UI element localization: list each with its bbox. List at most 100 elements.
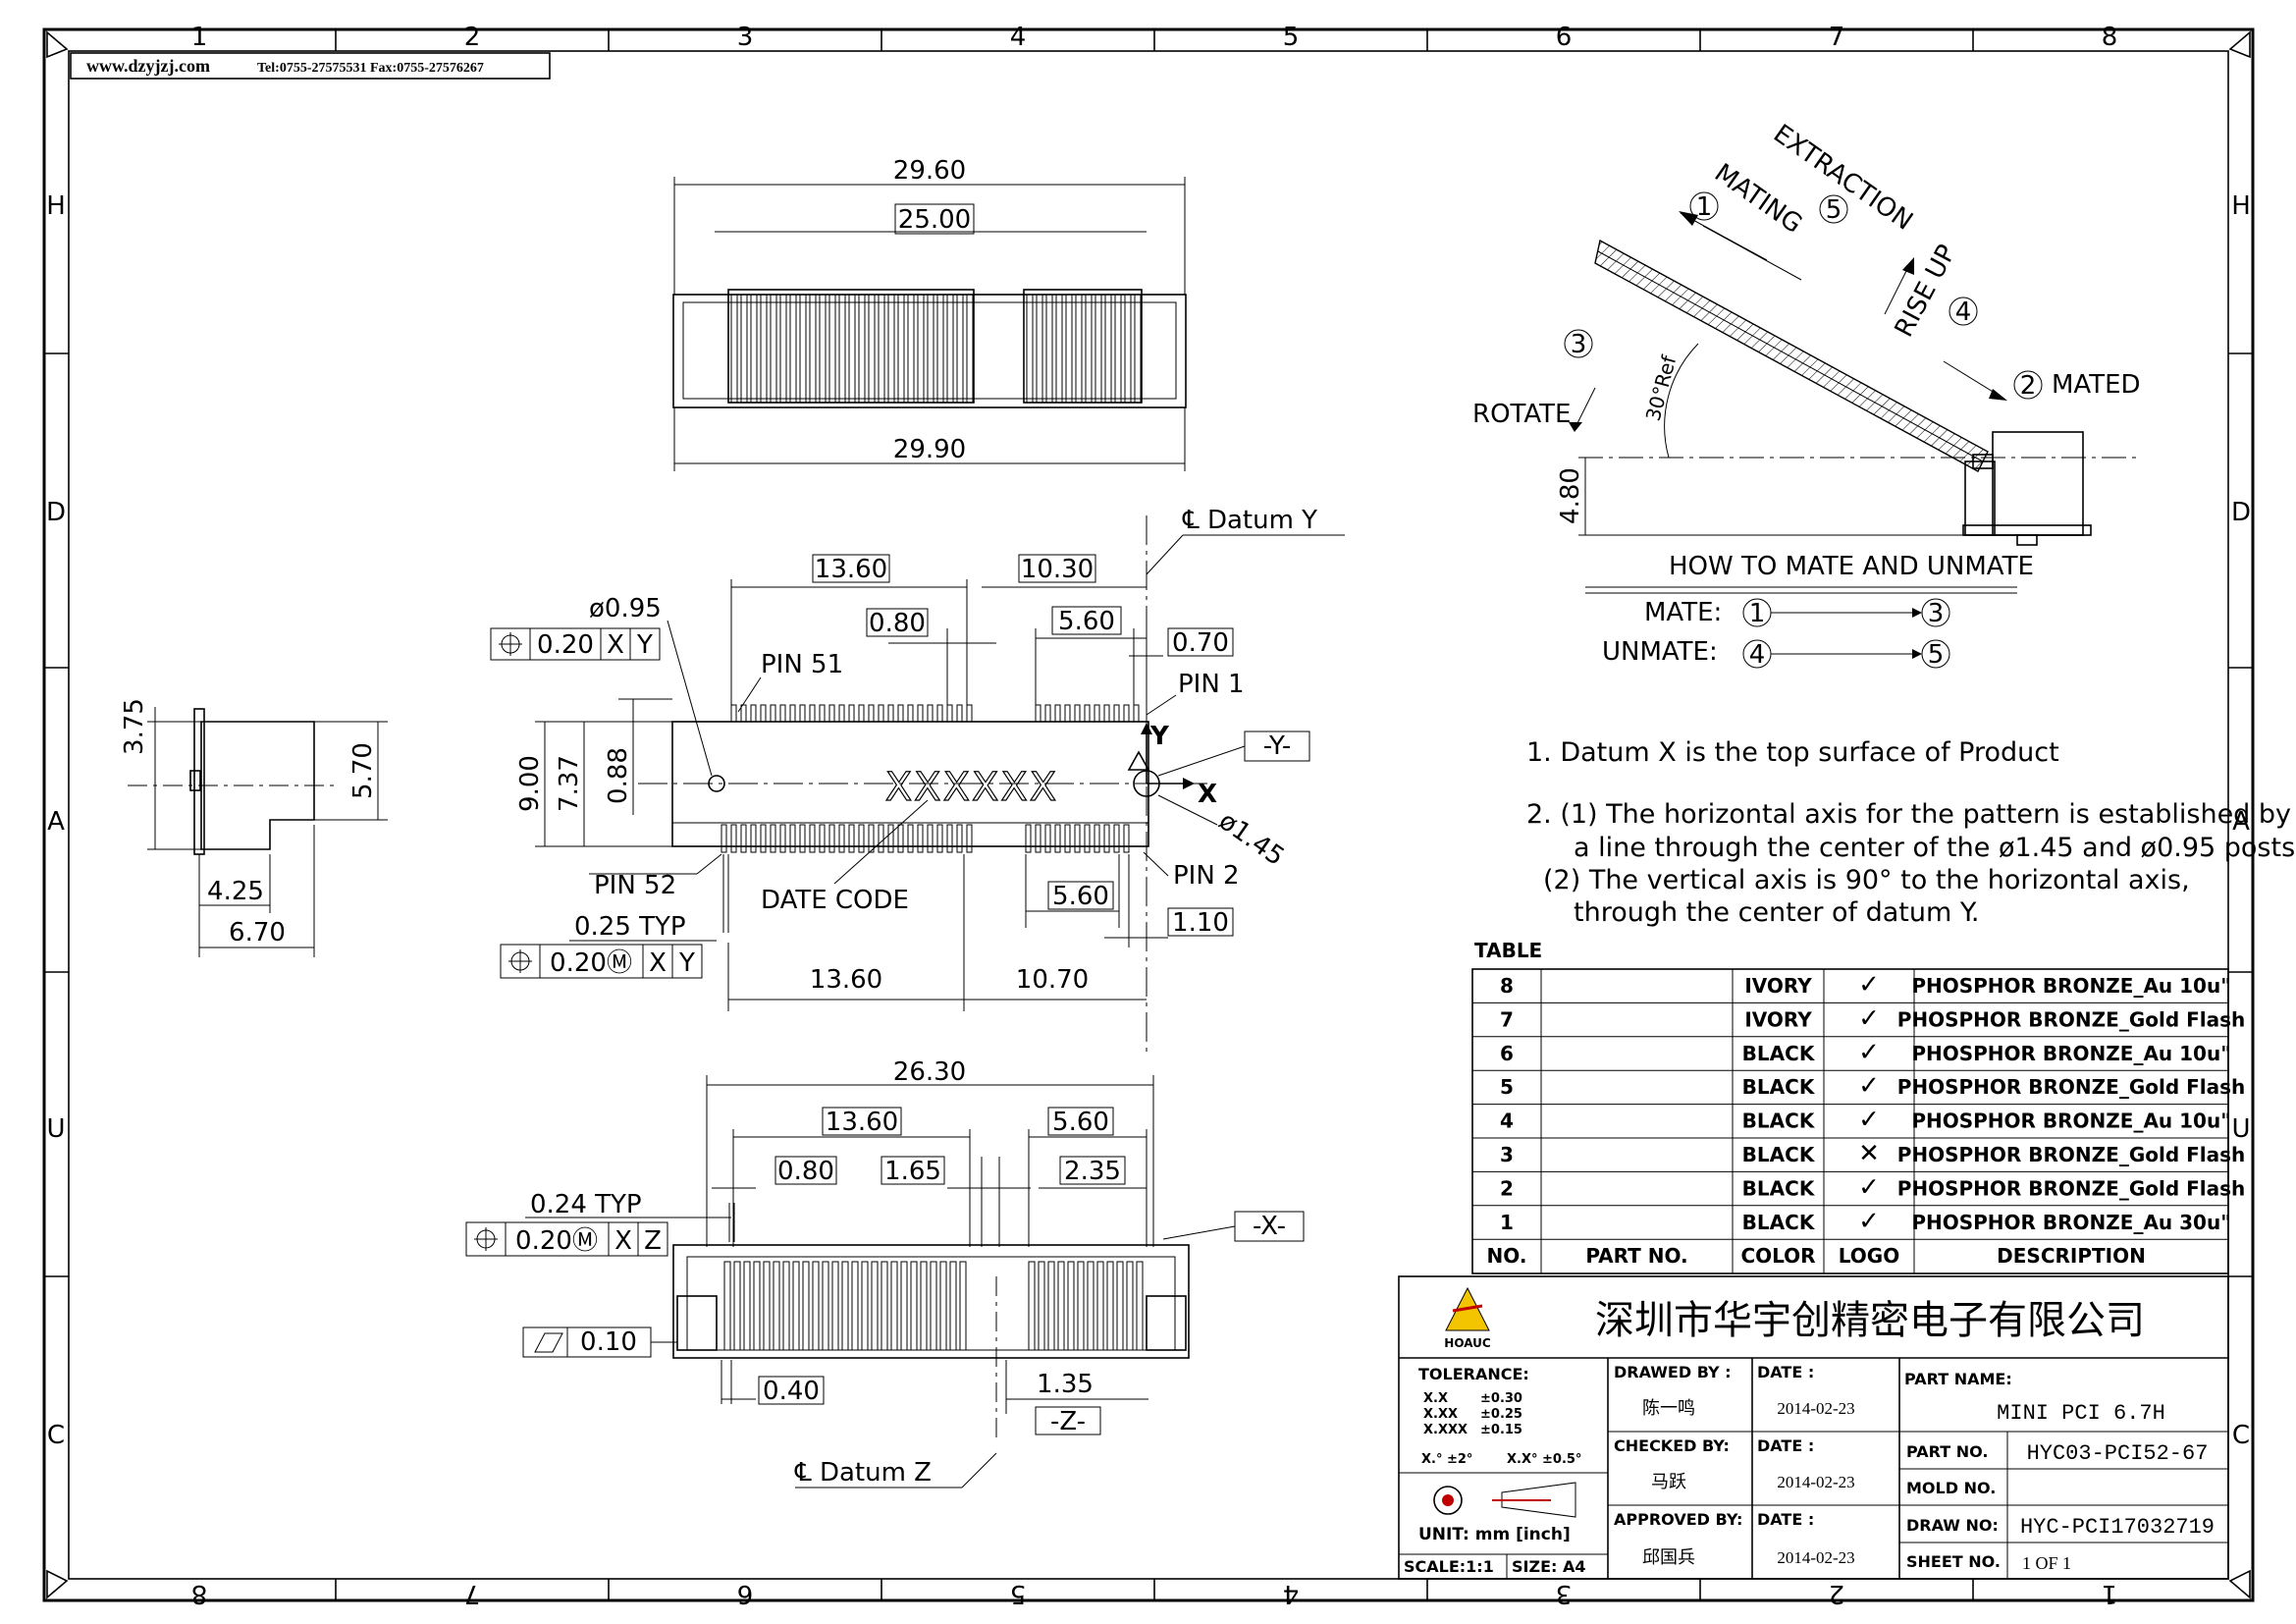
mate-label: MATE:	[1644, 598, 1722, 627]
smt-pad	[828, 824, 835, 853]
mate-from: 1	[1749, 599, 1766, 628]
contact-pin	[753, 1261, 761, 1351]
smt-pad	[966, 704, 973, 723]
contact-pin	[763, 1261, 771, 1351]
contact-pin	[949, 1261, 957, 1351]
contact-pin	[730, 294, 738, 404]
datum-z-label: ℄ Datum Z	[794, 1458, 932, 1488]
contact-pin	[1104, 294, 1112, 404]
zone-left-D: D	[46, 498, 66, 527]
smt-pad	[907, 704, 914, 723]
contact-pin	[1045, 294, 1053, 404]
contact-pin	[1047, 1261, 1055, 1351]
smt-pad	[789, 704, 796, 723]
table-cell-logo: ✓	[1858, 1207, 1880, 1236]
smt-pad	[907, 824, 914, 853]
zone-top-7: 7	[1829, 23, 1845, 52]
smt-pad	[799, 824, 806, 853]
date-1: 2014-02-23	[1777, 1399, 1854, 1418]
zone-bottom-2: 2	[1829, 1579, 1845, 1608]
table-cell-desc: PHOSPHOR BRONZE_Gold Flash	[1897, 1075, 2246, 1099]
smt-pad	[1035, 824, 1041, 853]
unmate-to: 5	[1928, 640, 1945, 670]
contact-pin	[890, 1261, 898, 1351]
dim-5-60-front: 5.60	[1052, 1108, 1109, 1137]
smt-pad	[799, 704, 806, 723]
hoauc-logo: HOAUC	[1444, 1286, 1491, 1350]
sheet-no-value: 1 OF 1	[2022, 1553, 2071, 1573]
front-body	[672, 1244, 1190, 1359]
contact-pin	[897, 294, 905, 404]
tol-xx: X.XX	[1423, 1407, 1458, 1422]
table-cell-color: BLACK	[1742, 1042, 1816, 1065]
table-cell-no: 2	[1500, 1176, 1514, 1200]
smt-pad	[740, 704, 747, 723]
angle-label: 30°Ref	[1641, 352, 1682, 424]
zone-left-C: C	[47, 1421, 65, 1450]
mate-to: 3	[1928, 599, 1945, 628]
date-label-1: DATE :	[1757, 1363, 1814, 1381]
table-cell-logo: ✓	[1858, 1038, 1880, 1067]
contact-pin	[920, 1261, 928, 1351]
contact-pin	[779, 294, 787, 404]
table-cell-color: IVORY	[1744, 1007, 1812, 1031]
smt-pad	[750, 824, 757, 853]
contact-pin	[939, 1261, 947, 1351]
smt-pad	[1133, 704, 1140, 723]
contact-pin	[1116, 1261, 1124, 1351]
smt-pad	[750, 704, 757, 723]
contact-pin	[1096, 1261, 1104, 1351]
dim-5-70: 5.70	[348, 742, 378, 799]
zone-left-H: H	[46, 191, 66, 221]
smt-pad	[1074, 704, 1081, 723]
date-label-2: DATE :	[1757, 1436, 1814, 1455]
contact-pin	[858, 294, 866, 404]
table-header-1: PART NO.	[1585, 1244, 1687, 1268]
smt-pad	[946, 704, 953, 723]
smt-pad	[838, 704, 845, 723]
smt-pad	[819, 704, 826, 723]
contact-pin	[743, 1261, 751, 1351]
date-3: 2014-02-23	[1777, 1548, 1854, 1567]
date-code-label: DATE CODE	[761, 886, 909, 915]
contact-pin	[936, 294, 944, 404]
contact-pin	[760, 294, 768, 404]
corner-mark-tl	[46, 30, 69, 59]
smt-pad	[1074, 824, 1081, 853]
dim-5-60-bottom: 5.60	[1052, 882, 1109, 911]
smt-pad	[1064, 704, 1071, 723]
smt-pad	[917, 824, 924, 853]
table-cell-logo: ✓	[1858, 1172, 1880, 1202]
table-cell-desc: PHOSPHOR BRONZE_Gold Flash	[1897, 1143, 2246, 1166]
tol-bottom-datum-y: Y	[678, 948, 695, 978]
projection-symbol	[1433, 1486, 1463, 1515]
smt-pad	[1054, 824, 1061, 853]
size-label: SIZE: A4	[1512, 1557, 1586, 1576]
smt-pad	[878, 824, 884, 853]
smt-pad	[1113, 824, 1120, 853]
dim-13-60-top: 13.60	[815, 555, 887, 584]
dim-0-24-typ: 0.24 TYP	[530, 1190, 642, 1219]
smt-pad	[858, 704, 865, 723]
datum-x-box: -X-	[1253, 1212, 1286, 1241]
note-1: 1. Datum X is the top surface of Product	[1526, 737, 2059, 768]
website-box	[70, 52, 551, 80]
note-2b: a line through the center of the ø1.45 a…	[1574, 833, 2296, 863]
table-cell-desc: PHOSPHOR BRONZE_Au 10u"	[1911, 1042, 2230, 1065]
smt-pad	[770, 704, 776, 723]
table-header-2: COLOR	[1740, 1244, 1815, 1268]
smt-pad	[721, 824, 727, 853]
tol-top-datum-x: X	[607, 630, 624, 660]
smt-pad	[1103, 824, 1110, 853]
contact-pin	[789, 294, 797, 404]
zone-bottom-3: 3	[1556, 1579, 1573, 1608]
contact-pin	[1075, 294, 1083, 404]
scale-label: SCALE:1:1	[1404, 1557, 1494, 1576]
contact-pin	[799, 294, 807, 404]
dim-10-70: 10.70	[1016, 965, 1089, 995]
dim-1-10: 1.10	[1172, 908, 1229, 938]
smt-pad	[1123, 704, 1130, 723]
smt-pad	[887, 704, 894, 723]
smt-pad	[868, 824, 875, 853]
zone-right-A: A	[2232, 807, 2250, 837]
